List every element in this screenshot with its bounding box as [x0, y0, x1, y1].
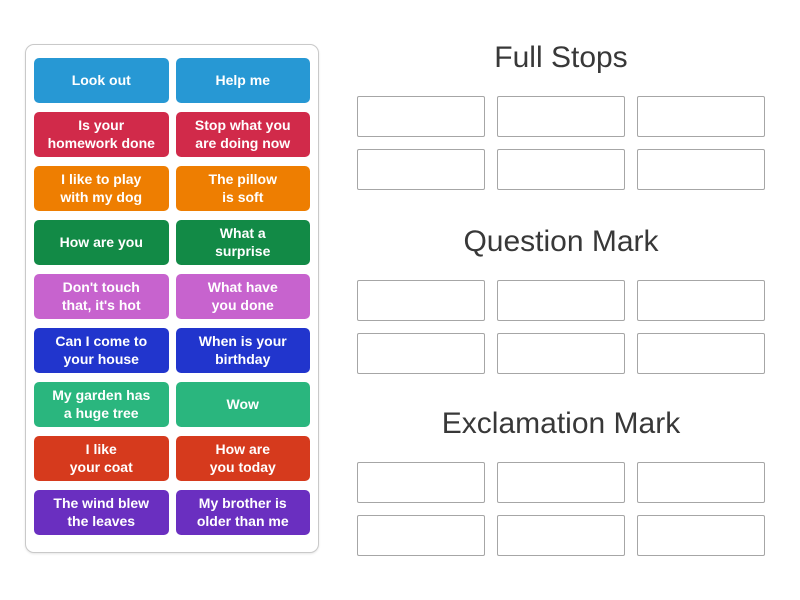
- drop-slot[interactable]: [497, 280, 625, 321]
- drop-slot[interactable]: [357, 462, 485, 503]
- drop-slot[interactable]: [357, 96, 485, 137]
- group-section: Question Mark: [357, 222, 765, 374]
- group-title: Question Mark: [463, 225, 659, 258]
- word-tiles: Look out Help me Is your homework done S…: [34, 58, 310, 539]
- word-tile[interactable]: Don't touch that, it's hot: [34, 274, 169, 319]
- word-tile-label: The pillow is soft: [208, 171, 277, 205]
- word-tile-label: My garden has a huge tree: [52, 387, 151, 421]
- word-tile-label: How are you today: [209, 441, 276, 475]
- word-tile-label: The wind blew the leaves: [53, 495, 150, 529]
- drop-slot[interactable]: [357, 280, 485, 321]
- word-tile-label: What a surprise: [215, 225, 271, 259]
- drop-slot[interactable]: [357, 149, 485, 190]
- drop-slot[interactable]: [637, 515, 765, 556]
- word-tile[interactable]: I like your coat: [34, 436, 169, 481]
- word-tile-panel: Look out Help me Is your homework done S…: [25, 44, 319, 553]
- word-tile[interactable]: Help me: [175, 58, 310, 103]
- word-tile[interactable]: Wow: [175, 382, 310, 427]
- drop-slot[interactable]: [637, 96, 765, 137]
- drop-slot[interactable]: [637, 149, 765, 190]
- drop-slot[interactable]: [497, 515, 625, 556]
- word-tile-label: Is your homework done: [47, 117, 155, 151]
- word-tile[interactable]: Look out: [34, 58, 169, 103]
- word-tile-label: My brother is older than me: [196, 495, 289, 529]
- word-tile[interactable]: When is your birthday: [175, 328, 310, 373]
- word-tile[interactable]: The pillow is soft: [175, 166, 310, 211]
- word-tile-label: I like your coat: [69, 441, 133, 475]
- drop-slot[interactable]: [357, 333, 485, 374]
- word-tile[interactable]: Can I come to your house: [34, 328, 169, 373]
- word-tile-label: When is your birthday: [198, 333, 287, 367]
- word-tile[interactable]: Is your homework done: [34, 112, 169, 157]
- group-section: Exclamation Mark: [357, 404, 765, 556]
- word-tile[interactable]: How are you: [34, 220, 169, 265]
- slot-grid: [357, 280, 765, 374]
- word-tile-label: I like to play with my dog: [60, 171, 143, 205]
- drop-slot[interactable]: [357, 515, 485, 556]
- drop-slot[interactable]: [637, 462, 765, 503]
- group-title: Exclamation Mark: [441, 407, 681, 440]
- drop-slot[interactable]: [497, 462, 625, 503]
- word-tile[interactable]: My brother is older than me: [175, 490, 310, 535]
- word-tile-label: What have you done: [207, 279, 278, 313]
- drop-slot[interactable]: [637, 333, 765, 374]
- group-section: Full Stops: [357, 38, 765, 190]
- word-tile[interactable]: My garden has a huge tree: [34, 382, 169, 427]
- drop-slot[interactable]: [497, 96, 625, 137]
- word-tile[interactable]: How are you today: [175, 436, 310, 481]
- drop-slot[interactable]: [497, 149, 625, 190]
- word-tile[interactable]: The wind blew the leaves: [34, 490, 169, 535]
- word-tile-label: Stop what you are doing now: [194, 117, 291, 151]
- word-tile-label: Wow: [226, 395, 259, 412]
- group-title: Full Stops: [494, 41, 628, 74]
- word-tile[interactable]: What have you done: [175, 274, 310, 319]
- word-tile-label: Don't touch that, it's hot: [61, 279, 141, 313]
- word-tile[interactable]: Stop what you are doing now: [175, 112, 310, 157]
- word-tile[interactable]: What a surprise: [175, 220, 310, 265]
- drop-slot[interactable]: [637, 280, 765, 321]
- word-tile[interactable]: I like to play with my dog: [34, 166, 169, 211]
- slot-grid: [357, 96, 765, 190]
- word-tile-label: Help me: [215, 71, 270, 88]
- word-tile-label: Can I come to your house: [55, 333, 148, 367]
- word-tile-label: How are you: [59, 233, 143, 250]
- word-tile-label: Look out: [71, 71, 131, 88]
- drop-slot[interactable]: [497, 333, 625, 374]
- slot-grid: [357, 462, 765, 556]
